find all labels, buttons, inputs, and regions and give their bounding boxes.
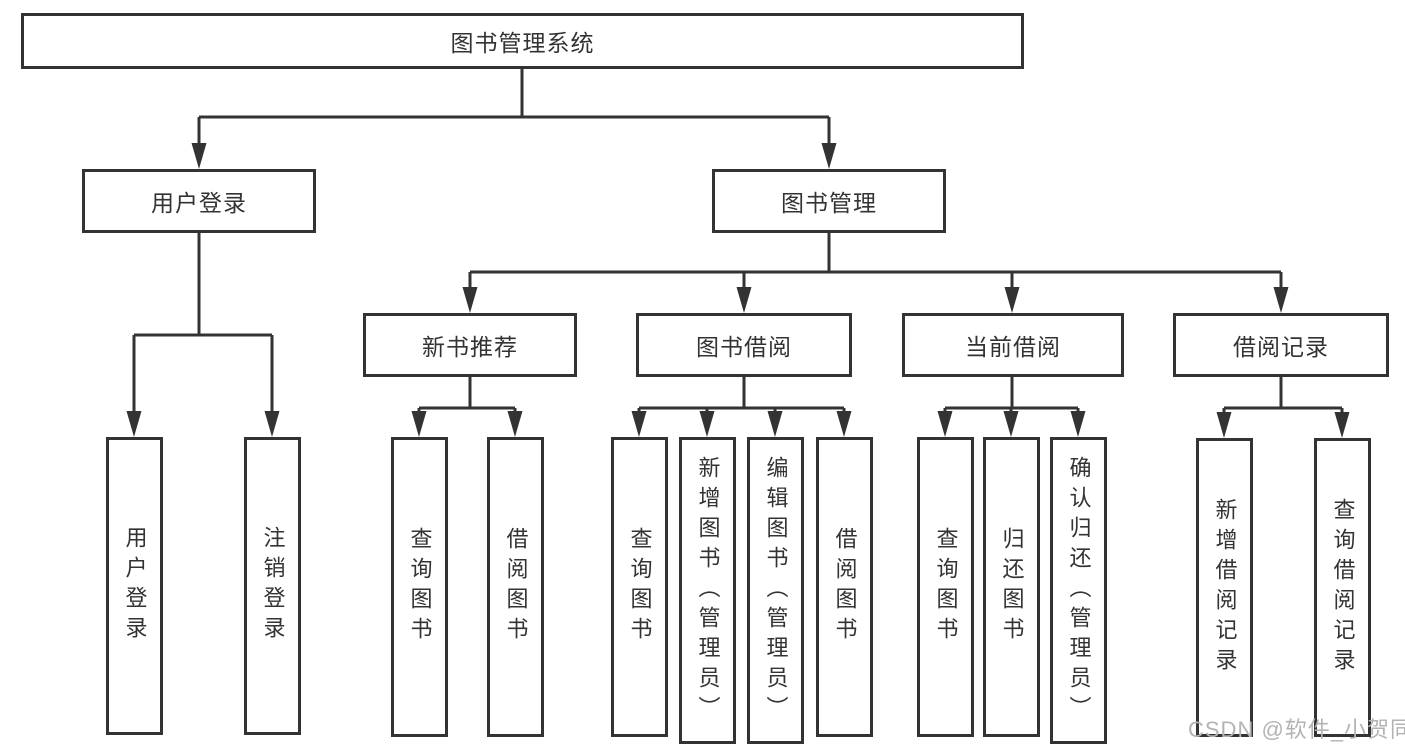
leaf-label: 借阅图书 [832,527,858,647]
node-new-book-recommendation: 新书推荐 [363,313,577,377]
node-book-management: 图书管理 [712,169,946,233]
leaf-logout: 注销登录 [244,437,301,735]
leaf-query-books-under-book-borrow: 查询图书 [611,437,668,737]
csdn-watermark: CSDN @软件_小贺同学 [1188,717,1405,742]
leaf-label: 注销登录 [260,526,286,646]
leaf-borrow-books-under-new-book: 借阅图书 [487,437,544,737]
leaf-label: 查询图书 [627,527,653,647]
leaf-label: 归还图书 [999,527,1025,647]
node-label: 用户登录 [151,190,247,216]
leaf-label: 编辑图书（管理员） [763,455,789,726]
node-book-borrowing: 图书借阅 [636,313,852,377]
leaf-label: 新增借阅记录 [1212,497,1238,678]
leaf-borrow-books-under-book-borrow: 借阅图书 [816,437,873,737]
node-label: 新书推荐 [422,334,518,360]
leaf-add-books-admin: 新增图书（管理员） [679,437,736,744]
leaf-label: 借阅图书 [503,527,529,647]
arrowheads [126,143,1350,438]
node-user-login: 用户登录 [82,169,316,233]
leaf-edit-books-admin: 编辑图书（管理员） [747,437,804,744]
leaf-label: 查询图书 [407,527,433,647]
leaf-query-books-under-new-book: 查询图书 [391,437,448,737]
leaf-return-books: 归还图书 [983,437,1040,737]
node-label: 借阅记录 [1233,334,1329,360]
leaf-query-borrow-record: 查询借阅记录 [1314,438,1371,737]
node-label: 图书管理 [781,190,877,216]
node-root-system: 图书管理系统 [21,13,1024,69]
leaf-confirm-return-admin: 确认归还（管理员） [1050,437,1107,744]
leaf-add-borrow-record: 新增借阅记录 [1196,438,1253,737]
leaf-label: 查询图书 [933,527,959,647]
node-label: 当前借阅 [965,334,1061,360]
node-borrowing-records: 借阅记录 [1173,313,1389,377]
leaf-user-login: 用户登录 [106,437,163,735]
node-label: 图书借阅 [696,334,792,360]
leaf-label: 查询借阅记录 [1330,497,1356,678]
leaf-query-books-under-current-borrow: 查询图书 [917,437,974,737]
leaf-label: 确认归还（管理员） [1066,455,1092,726]
node-current-borrowing: 当前借阅 [902,313,1124,377]
node-label: 图书管理系统 [450,30,595,56]
leaf-label: 新增图书（管理员） [695,455,721,726]
leaf-label: 用户登录 [122,526,148,646]
